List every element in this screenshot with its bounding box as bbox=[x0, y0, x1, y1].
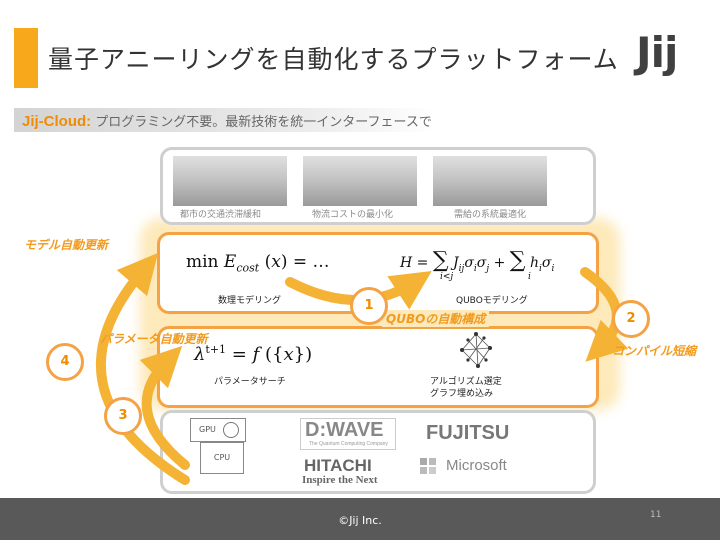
subtitle-brand: Jij-Cloud: bbox=[22, 113, 92, 130]
algorithm-selection-label: アルゴリズム選定 bbox=[430, 377, 502, 387]
subtitle-text: プログラミング不要。最新技術を統一インターフェースで bbox=[91, 115, 432, 130]
fujitsu-logo: FUJITSU bbox=[426, 422, 510, 444]
graph-embedding-label: グラフ埋め込み bbox=[430, 389, 494, 399]
microsoft-name: Microsoft bbox=[446, 457, 507, 474]
arrow-step-3 bbox=[139, 345, 190, 470]
gpu-label: GPU bbox=[199, 425, 216, 434]
hitachi-name: HITACHI bbox=[304, 456, 372, 475]
parameter-box bbox=[157, 326, 599, 408]
arrow-step-4 bbox=[96, 252, 190, 485]
application-label: 物流コストの最小化 bbox=[312, 210, 394, 220]
gpu-chip: GPU bbox=[190, 418, 246, 442]
microsoft-squares-icon bbox=[420, 458, 436, 474]
dwave-name: D:WAVE bbox=[305, 419, 384, 441]
step-3-badge: 3 bbox=[104, 397, 142, 435]
slide-title: 量子アニーリングを自動化するプラットフォーム bbox=[48, 45, 619, 74]
hitachi-tagline: Inspire the Next bbox=[302, 474, 378, 486]
dwave-tagline: The Quantum Computing Company bbox=[309, 441, 388, 447]
qubo-auto-label: QUBOの自動構成 bbox=[382, 310, 490, 327]
compile-label: コンパイル短縮 bbox=[612, 344, 697, 358]
objective-formula: min Ecost (x) = … bbox=[186, 252, 330, 275]
param-update-label: パラメータ自動更新 bbox=[100, 332, 208, 346]
arrow-step-2 bbox=[580, 267, 629, 362]
page-number: 11 bbox=[650, 510, 662, 520]
model-update-label: モデル自動更新 bbox=[24, 238, 109, 252]
hamiltonian-formula: H = ∑ Jijσiσj + ∑ hiσi bbox=[400, 248, 555, 274]
cpu-label: CPU bbox=[213, 453, 231, 462]
step-4-badge: 4 bbox=[46, 343, 84, 381]
subtitle-bar bbox=[14, 108, 434, 132]
hitachi-logo: HITACHI Inspire the Next bbox=[300, 456, 394, 488]
parameter-search-label: パラメータサーチ bbox=[214, 377, 286, 387]
jij-logo: Jij bbox=[636, 28, 678, 77]
application-label: 需給の系統最適化 bbox=[454, 210, 527, 220]
dwave-logo: D:WAVE The Quantum Computing Company bbox=[300, 418, 396, 450]
cpu-chip: CPU bbox=[200, 442, 244, 474]
sum-index-i: i bbox=[528, 272, 531, 282]
fan-icon bbox=[223, 422, 239, 438]
sum-index-ij: i<j bbox=[440, 272, 454, 282]
step-1-badge: 1 bbox=[350, 287, 388, 325]
traffic-photo bbox=[173, 156, 287, 206]
graph-network-icon bbox=[460, 332, 492, 368]
grid-photo bbox=[433, 156, 547, 206]
subtitle: Jij-Cloud: プログラミング不要。最新技術を統一インターフェースで bbox=[22, 111, 432, 130]
qubo-modeling-label: QUBOモデリング bbox=[456, 296, 528, 306]
parameter-formula: λt+1 = f ({x}) bbox=[194, 343, 313, 365]
math-modeling-label: 数理モデリング bbox=[218, 296, 282, 306]
footer-bar bbox=[0, 498, 720, 540]
title-accent-bar bbox=[14, 28, 38, 88]
copyright: ©Jij Inc. bbox=[338, 514, 382, 527]
step-2-badge: 2 bbox=[612, 300, 650, 338]
application-label: 都市の交通渋滞緩和 bbox=[180, 210, 262, 220]
logistics-photo bbox=[303, 156, 417, 206]
